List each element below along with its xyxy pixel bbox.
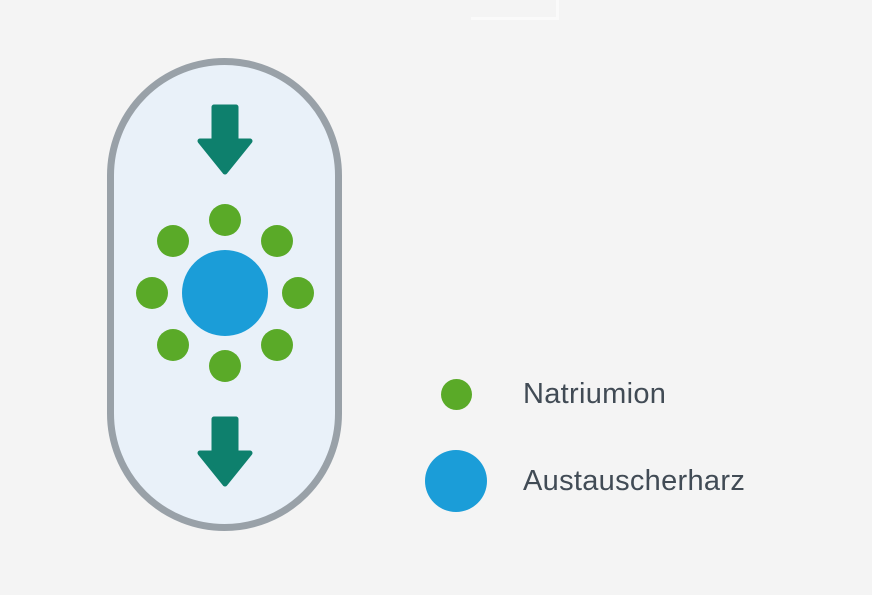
sodium-ion	[260, 328, 293, 361]
sodium-ion	[157, 225, 190, 258]
down-arrow-shape	[197, 416, 253, 487]
swatch-wrapper	[425, 378, 487, 410]
sodium-ion	[209, 350, 241, 382]
sodium-ion	[136, 277, 168, 309]
sodium-ion	[260, 225, 293, 258]
sodium-ion	[157, 328, 190, 361]
natriumion-swatch	[440, 378, 472, 410]
swatch-wrapper	[425, 450, 487, 512]
resin-bead	[182, 250, 268, 336]
down-arrow-icon	[197, 416, 253, 487]
sodium-ion	[282, 277, 314, 309]
sodium-ion	[209, 204, 241, 236]
legend-item-austauscherharz: Austauscherharz	[425, 450, 745, 512]
legend-label-austauscherharz: Austauscherharz	[523, 464, 746, 497]
white-rectangle-artifact	[471, 0, 559, 20]
down-arrow-icon	[197, 104, 253, 175]
legend-label-natriumion: Natriumion	[523, 377, 667, 410]
down-arrow-shape	[197, 104, 253, 175]
legend-item-natriumion: Natriumion	[425, 363, 666, 425]
austauscherharz-swatch	[425, 450, 487, 512]
